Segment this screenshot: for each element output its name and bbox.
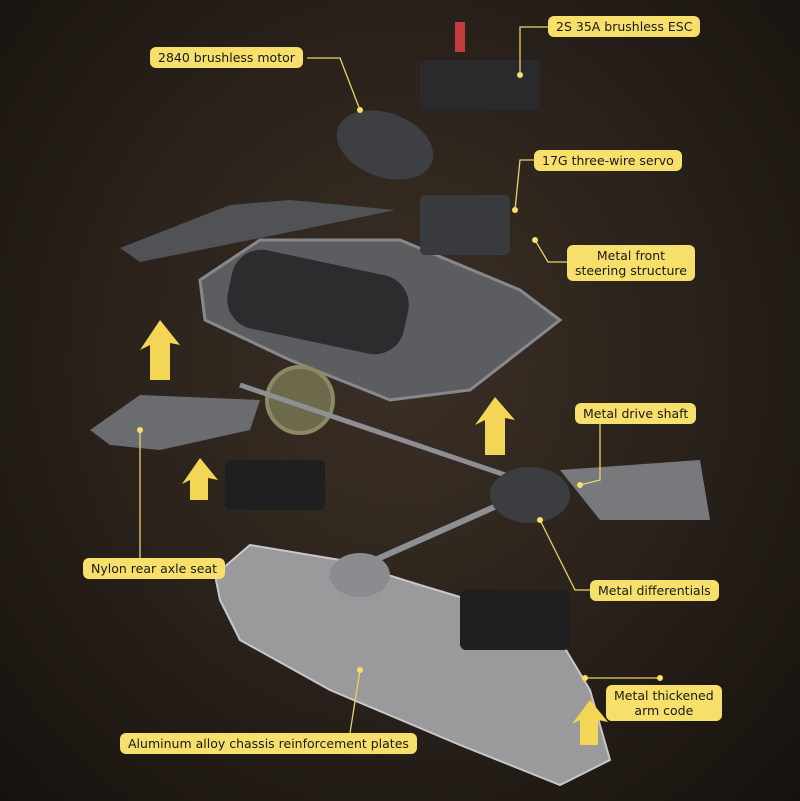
up-arrow-icon — [182, 458, 218, 500]
rear-differential — [330, 553, 390, 597]
label-differentials: Metal differentials — [590, 580, 719, 601]
label-brushless-esc: 2S 35A brushless ESC — [548, 16, 701, 37]
leader-dots — [137, 72, 663, 681]
label-line: arm code — [634, 703, 694, 718]
rear-axle-housing — [90, 395, 260, 450]
brushless-motor — [336, 110, 434, 180]
label-drive-shaft: Metal drive shaft — [575, 403, 697, 424]
front-differential — [490, 467, 570, 523]
up-arrow-icon — [572, 700, 608, 745]
servo — [420, 195, 510, 255]
leader-lines — [139, 26, 660, 734]
axle-seat-2 — [460, 590, 570, 650]
label-line: steering structure — [575, 263, 687, 278]
spur-gear — [265, 365, 335, 435]
esc-unit — [420, 60, 540, 110]
arrow-icons — [140, 320, 608, 745]
label-chassis-plates: Aluminum alloy chassis reinforcement pla… — [120, 733, 417, 754]
battery — [227, 249, 409, 355]
esc-switch — [455, 22, 465, 52]
up-arrow-icon — [140, 320, 180, 380]
label-line: Metal front — [596, 248, 666, 263]
rear-axle-seat — [225, 460, 325, 510]
label-arm-code: Metal thickened arm code — [606, 685, 722, 721]
drive-shaft — [239, 382, 521, 483]
label-servo: 17G three-wire servo — [534, 150, 682, 171]
up-arrow-icon — [475, 397, 515, 455]
label-steering-structure: Metal front steering structure — [567, 245, 695, 281]
label-brushless-motor: 2840 brushless motor — [150, 47, 303, 68]
label-line: Metal thickened — [614, 688, 714, 703]
label-rear-axle-seat: Nylon rear axle seat — [83, 558, 226, 579]
front-suspension-arm — [120, 200, 395, 262]
front-axle — [560, 460, 710, 520]
